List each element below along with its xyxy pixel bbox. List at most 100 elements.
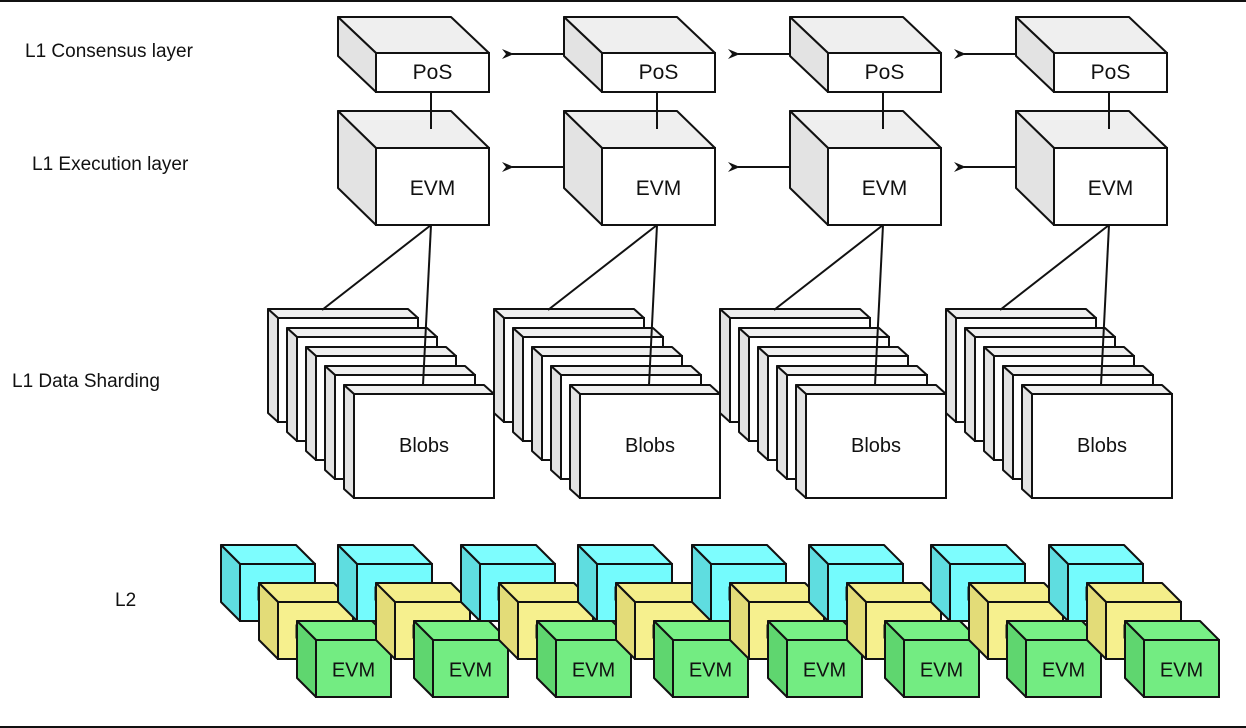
l2-green-cube-label: EVM [1160,660,1203,682]
l2-green-cube-label: EVM [920,660,963,682]
blob-slab-label: Blobs [1077,435,1127,457]
evm-to-blob-line [874,224,884,386]
blob-slab-top-face [719,308,871,319]
l2-green-cube-front-face [432,639,509,698]
l2-green-cube: EVM [1124,620,1220,698]
evm-box: EVM [337,110,490,226]
blob-slab-side-face [305,346,317,461]
evm-box-label: EVM [862,177,908,200]
evm-to-blob-line [1100,224,1110,386]
l2-green-cube-front-face [903,639,980,698]
blob-slab-side-face [1002,365,1014,480]
blob-slab-top-face [776,365,928,376]
evm-to-blob-line [422,224,432,386]
blob-slab-front-face [805,393,947,499]
l1-column: Blobs EVM PoS [493,16,721,499]
l2-green-cube: EVM [413,620,509,698]
blob-slab-top-face [757,346,909,357]
pos-box: PoS [337,16,490,93]
blob-slab-label: Blobs [625,435,675,457]
pos-box-label: PoS [1091,61,1131,84]
l2-green-cube: EVM [884,620,980,698]
l2-green-cube-label: EVM [1042,660,1085,682]
evm-box-label: EVM [636,177,682,200]
blob-slab-side-face [286,327,298,442]
evm-box: EVM [563,110,716,226]
blob-slab-top-face [512,327,664,338]
blob-slab-label: Blobs [851,435,901,457]
l1-column: Blobs EVM PoS [267,16,495,499]
evm-box-front-face [827,147,942,226]
pos-box: PoS [789,16,942,93]
l2-green-cube-front-face [555,639,632,698]
l2-green-cube-front-face [672,639,749,698]
blob-slab-top-face [531,346,683,357]
l2-green-cube-front-face [1025,639,1102,698]
evm-box-front-face [601,147,716,226]
blob-slab-front-face [579,393,721,499]
l1-column: Blobs EVM PoS [945,16,1173,499]
label-l2: L2 [115,590,137,611]
blob-stack: Blobs [945,308,1173,499]
blob-slab-side-face [1021,384,1033,499]
l2-green-cube-label: EVM [332,660,375,682]
evm-to-blob-line [773,224,884,311]
blob-slab: Blobs [1021,384,1173,499]
evm-box: EVM [789,110,942,226]
blob-slab-side-face [738,327,750,442]
l2-green-cube-label: EVM [572,660,615,682]
l2-green-cube-front-face [315,639,392,698]
evm-to-blob-line [321,224,432,311]
blob-slab-side-face [776,365,788,480]
l2-green-cube: EVM [1006,620,1102,698]
l2-groups: EVMEVMEVMEVMEVMEVMEVMEVMEVMEVMEVMEVMEVME… [220,544,1220,698]
l2-green-cube-label: EVM [689,660,732,682]
l2-green-cube-label: EVM [449,660,492,682]
blob-slab-side-face [945,308,957,423]
pos-box: PoS [1015,16,1168,93]
blob-stack: Blobs [493,308,721,499]
evm-box-label: EVM [1088,177,1134,200]
blob-slab-front-face [1031,393,1173,499]
evm-to-blob-line [547,224,658,311]
blob-slab-side-face [324,365,336,480]
blob-stack: Blobs [719,308,947,499]
blob-slab-top-face [1021,384,1173,395]
blob-slab-top-face [983,346,1135,357]
pos-box: PoS [563,16,716,93]
blob-slab-side-face [795,384,807,499]
blob-slab-top-face [569,384,721,395]
blob-stack: Blobs [267,308,495,499]
l2-green-cube-front-face [786,639,863,698]
label-data-sharding: L1 Data Sharding [12,371,160,392]
l2-green-cube: EVM [296,620,392,698]
blob-slab-side-face [719,308,731,423]
blob-slab-top-face [964,327,1116,338]
evm-box-front-face [1053,147,1168,226]
blob-slab-top-face [286,327,438,338]
evm-box: EVM [1015,110,1168,226]
blob-slab-side-face [267,308,279,423]
blob-slab-side-face [343,384,355,499]
blob-slab-top-face [1002,365,1154,376]
blob-slab-side-face [512,327,524,442]
blob-slab: Blobs [343,384,495,499]
l2-green-cube-front-face [1143,639,1220,698]
blob-slab-top-face [945,308,1097,319]
label-consensus-layer: L1 Consensus layer [25,41,193,62]
pos-box-front-face [601,52,716,93]
blob-slab-side-face [569,384,581,499]
blob-slab-side-face [964,327,976,442]
pos-box-front-face [827,52,942,93]
blob-slab-side-face [493,308,505,423]
pos-box-front-face [375,52,490,93]
blob-slab-top-face [305,346,457,357]
l2-green-cube: EVM [767,620,863,698]
evm-box-front-face [375,147,490,226]
